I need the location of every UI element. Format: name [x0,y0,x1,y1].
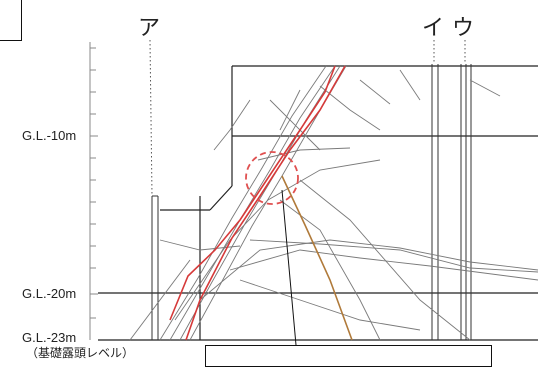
fault-trace [169,65,346,341]
structure-outline [98,65,538,341]
foundation-level-note: （基礎露頭レベル） [26,346,135,360]
fracture-lines [129,65,538,341]
highlight-circle [245,151,299,205]
depth-label-10: G.L.-10m [22,128,77,143]
borehole-columns [151,64,472,340]
callout-leader [281,189,297,346]
marker-u: ウ [452,15,475,40]
depth-ruler [89,42,98,340]
lineation-line [281,175,353,341]
marker-a: ア [138,15,161,40]
marker-leaders [149,39,466,197]
marker-i: イ [422,15,445,40]
callout-box [205,345,492,367]
depth-label-23: G.L.-23m [22,330,77,345]
depth-label-20: G.L.-20m [22,286,77,301]
corner-tag-box [0,0,22,41]
